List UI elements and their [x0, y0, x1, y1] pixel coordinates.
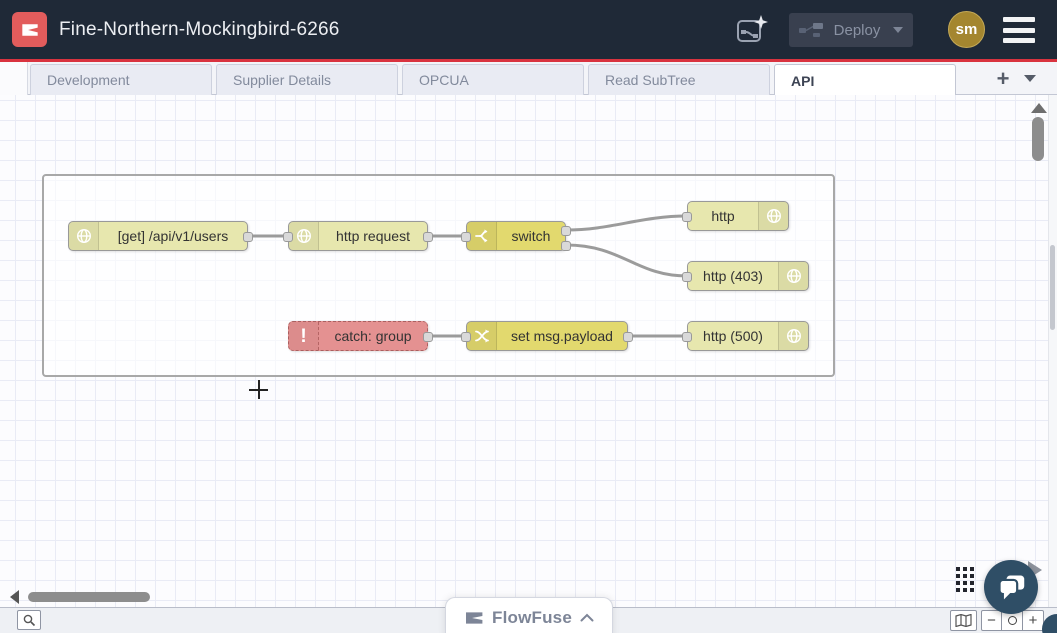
output-port[interactable] — [243, 232, 253, 242]
search-icon — [23, 614, 35, 626]
output-port-1[interactable] — [561, 226, 571, 236]
zoom-reset-icon — [1007, 616, 1017, 625]
tab-api[interactable]: API — [774, 64, 956, 96]
tab-label: Read SubTree — [605, 72, 696, 88]
header-bar: Fine-Northern-Mockingbird-6266 Deploy sm — [0, 0, 1057, 59]
node-label: catch: group — [334, 328, 412, 344]
flowfuse-logo[interactable] — [12, 12, 47, 47]
add-flow-button[interactable]: + — [988, 65, 1018, 93]
tab-read-subtree[interactable]: Read SubTree — [588, 64, 770, 95]
globe-icon — [69, 222, 99, 250]
vertical-scroll-up-arrow[interactable] — [1031, 103, 1047, 113]
tab-label: OPCUA — [419, 72, 469, 88]
input-port[interactable] — [461, 332, 471, 342]
node-label: http request — [336, 228, 410, 244]
node-change[interactable]: set msg.payload — [461, 321, 633, 351]
ai-assistant-icon[interactable] — [733, 12, 769, 48]
fork-icon — [467, 222, 497, 250]
output-port[interactable] — [623, 332, 633, 342]
workspace-tabbar: Development Supplier Details OPCUA Read … — [0, 62, 1057, 96]
input-port[interactable] — [682, 272, 692, 282]
flowfuse-logo-icon — [21, 23, 38, 36]
node-http-in[interactable]: [get] /api/v1/users — [68, 221, 253, 251]
globe-icon — [758, 202, 788, 230]
chat-secondary-bubble[interactable] — [1042, 614, 1057, 633]
zoom-in-button[interactable]: + — [1023, 610, 1044, 631]
tabbar-left-spacer — [0, 62, 28, 95]
node-http-response[interactable]: http — [682, 201, 789, 231]
node-http-response-403[interactable]: http (403) — [682, 261, 809, 291]
flowfuse-brand-label: FlowFuse — [492, 607, 572, 627]
node-label: [get] /api/v1/users — [117, 228, 229, 244]
main-menu-icon[interactable] — [1003, 17, 1035, 43]
node-label: http (500) — [703, 328, 763, 344]
tab-list-caret-icon[interactable] — [1024, 75, 1036, 82]
user-avatar[interactable]: sm — [948, 11, 985, 48]
chat-bubbles-icon — [998, 575, 1025, 600]
chat-launcher-button[interactable] — [984, 560, 1038, 614]
right-scroll-thumb[interactable] — [1050, 245, 1055, 330]
exclamation-icon: ! — [289, 322, 319, 350]
tab-opcua[interactable]: OPCUA — [402, 64, 584, 95]
flowfuse-grey-logo-icon — [466, 611, 483, 624]
output-port[interactable] — [423, 332, 433, 342]
flowfuse-footer-popup[interactable]: FlowFuse — [445, 597, 613, 633]
zoom-out-button[interactable]: − — [981, 610, 1002, 631]
tab-supplier-details[interactable]: Supplier Details — [216, 64, 398, 95]
input-port[interactable] — [682, 212, 692, 222]
globe-icon — [778, 262, 808, 290]
tab-label: Development — [47, 72, 130, 88]
node-label: http (403) — [703, 268, 763, 284]
chevron-up-icon[interactable] — [580, 613, 594, 622]
globe-icon — [289, 222, 319, 250]
output-port[interactable] — [423, 232, 433, 242]
node-http-response-500[interactable]: http (500) — [682, 321, 809, 351]
navigator-map-button[interactable] — [950, 610, 977, 631]
horizontal-scroll-left-arrow[interactable] — [10, 590, 19, 604]
node-label: switch — [511, 228, 551, 244]
flow-canvas[interactable]: [get] /api/v1/users http request switch — [0, 95, 1048, 607]
tab-development[interactable]: Development — [30, 64, 212, 95]
globe-icon — [778, 322, 808, 350]
node-http-request[interactable]: http request — [283, 221, 433, 251]
output-port-2[interactable] — [561, 241, 571, 251]
node-label: set msg.payload — [511, 328, 613, 344]
deploy-icon — [799, 23, 823, 37]
deploy-label: Deploy — [833, 21, 881, 39]
tab-label: API — [791, 72, 815, 89]
deploy-caret-icon[interactable] — [893, 27, 903, 33]
horizontal-scrollbar-thumb[interactable] — [28, 592, 150, 602]
instance-title: Fine-Northern-Mockingbird-6266 — [59, 18, 340, 40]
node-label: http — [711, 208, 735, 224]
deploy-button[interactable]: Deploy — [789, 13, 913, 47]
input-port[interactable] — [283, 232, 293, 242]
crosshair-cursor — [249, 380, 268, 399]
map-icon — [955, 614, 972, 627]
chat-drag-handle[interactable] — [956, 567, 974, 599]
input-port[interactable] — [682, 332, 692, 342]
node-switch[interactable]: switch — [461, 221, 571, 251]
right-scroll-track — [1048, 95, 1057, 633]
zoom-controls: − + — [981, 610, 1044, 631]
vertical-scrollbar-thumb[interactable] — [1032, 117, 1044, 161]
input-port[interactable] — [461, 232, 471, 242]
node-catch[interactable]: ! catch: group — [288, 321, 433, 351]
tab-label: Supplier Details — [233, 72, 332, 88]
header-accent-line — [0, 59, 1057, 62]
shuffle-icon — [467, 322, 497, 350]
search-button[interactable] — [17, 610, 41, 630]
